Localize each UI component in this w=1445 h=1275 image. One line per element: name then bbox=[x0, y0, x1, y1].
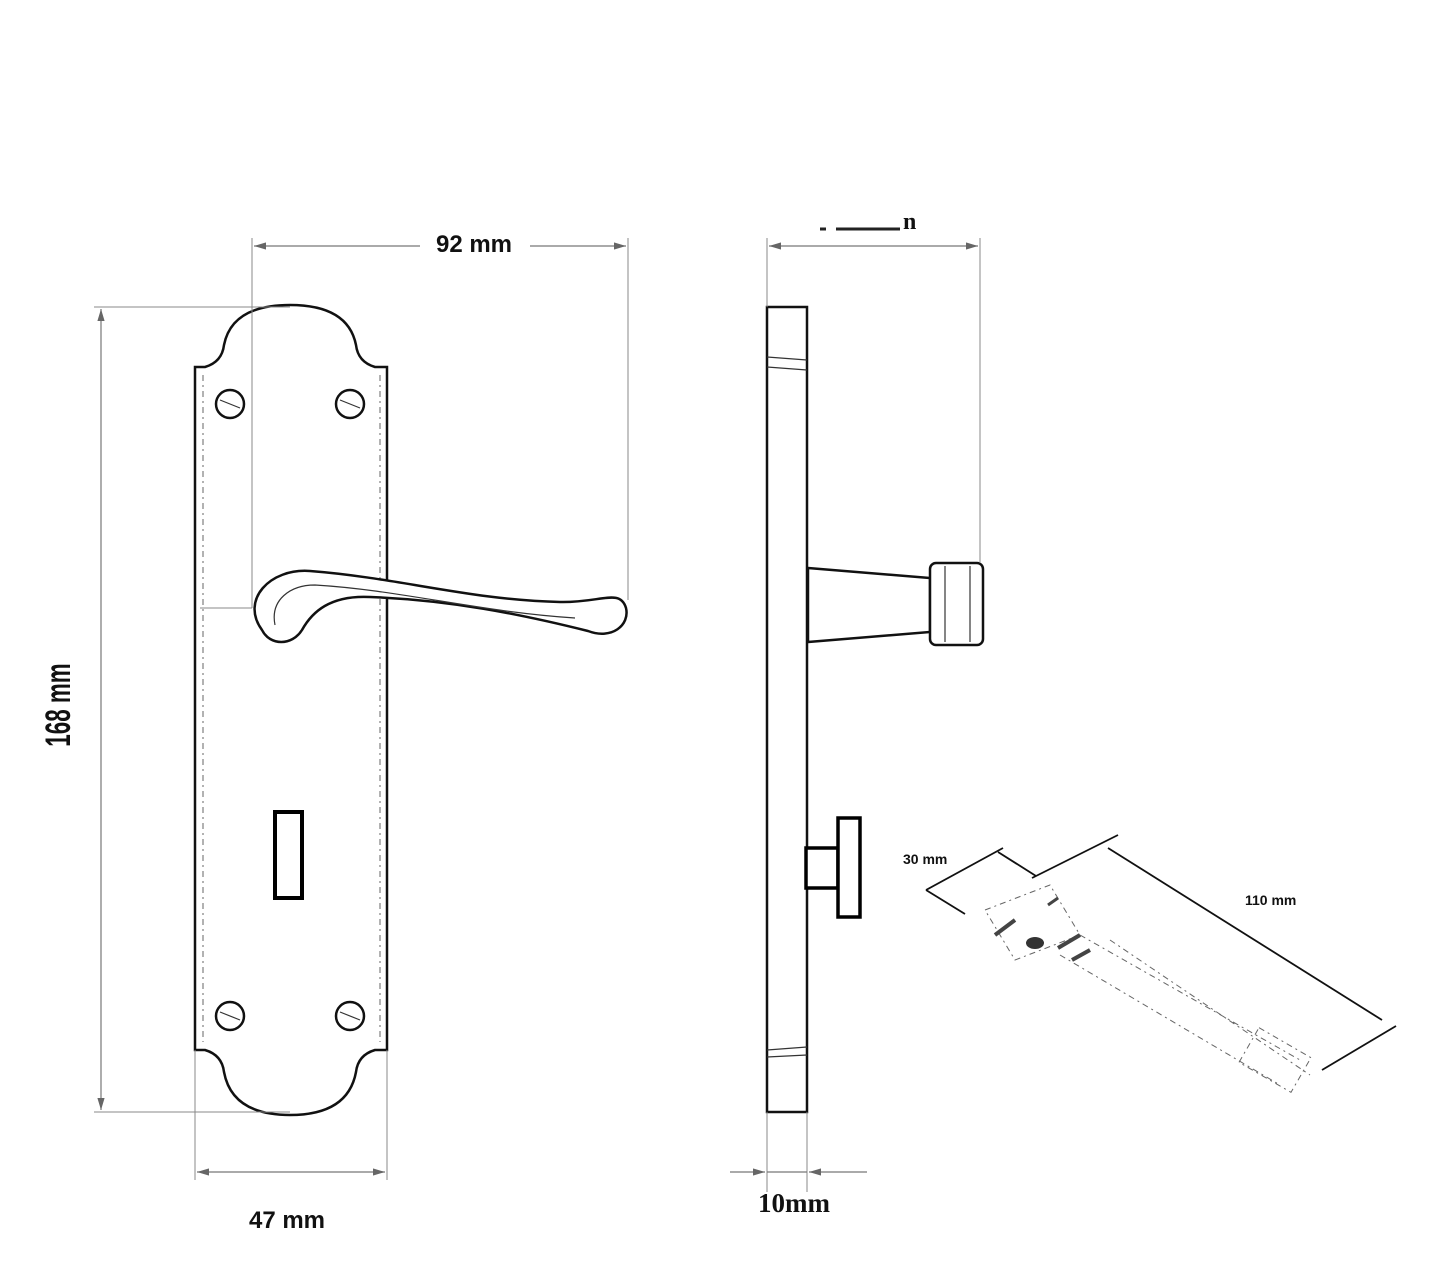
plate-width-label: 47 mm bbox=[249, 1207, 325, 1234]
key-view: 30 mm 110 mm bbox=[903, 834, 1397, 1094]
depth-label-partial: n bbox=[903, 209, 916, 235]
keyhole bbox=[273, 810, 304, 900]
spindle-head bbox=[836, 816, 862, 919]
screw-icon bbox=[214, 388, 246, 420]
backplate-side bbox=[765, 305, 809, 1114]
handle-shaft bbox=[806, 566, 932, 644]
screw-icon bbox=[214, 1000, 246, 1032]
backplate-outline bbox=[193, 303, 389, 1117]
spindle bbox=[804, 846, 840, 890]
backplate-inner-line bbox=[202, 375, 381, 1042]
key-icon bbox=[984, 884, 1312, 1094]
handle-knob bbox=[928, 561, 985, 647]
key-head-label: 30 mm bbox=[903, 851, 947, 867]
lever-contour bbox=[273, 584, 576, 626]
screw-icon bbox=[334, 388, 366, 420]
screw-icon bbox=[334, 1000, 366, 1032]
height-label: 168 mm bbox=[39, 663, 78, 746]
front-view: 92 mm 168 mm 47 mm bbox=[35, 228, 629, 1234]
side-view: n 10mm bbox=[730, 209, 985, 1218]
lever-handle bbox=[253, 569, 628, 644]
key-length-label: 110 mm bbox=[1245, 892, 1296, 908]
thickness-label: 10mm bbox=[758, 1188, 830, 1218]
width-label: 92 mm bbox=[436, 231, 512, 258]
